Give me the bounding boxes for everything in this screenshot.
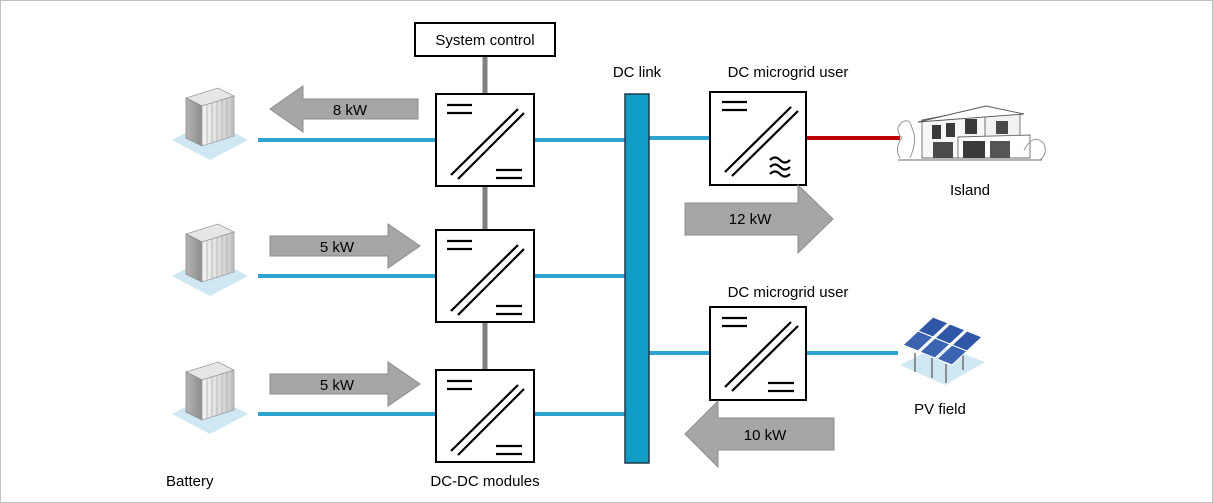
battery-label: Battery bbox=[166, 473, 214, 490]
svg-text:10 kW: 10 kW bbox=[744, 427, 787, 444]
dc-dc-converter-icon bbox=[447, 103, 525, 180]
dc-dc-modules-label: DC-DC modules bbox=[430, 473, 539, 490]
dc-link-label: DC link bbox=[613, 64, 662, 81]
svg-text:12 kW: 12 kW bbox=[729, 211, 772, 228]
island-label: Island bbox=[950, 182, 990, 199]
flow-arrow-battery-3: 5 kW bbox=[269, 361, 421, 407]
flow-arrow-island: 12 kW bbox=[684, 183, 834, 255]
dc-ac-inverter-icon bbox=[722, 100, 799, 178]
system-control-box bbox=[414, 22, 556, 57]
svg-text:5 kW: 5 kW bbox=[320, 377, 355, 394]
dc-lines bbox=[258, 136, 898, 416]
dc-dc-module bbox=[435, 93, 535, 187]
dc-dc-converter-icon bbox=[722, 316, 799, 393]
svg-text:8 kW: 8 kW bbox=[333, 102, 368, 119]
svg-text:5 kW: 5 kW bbox=[320, 239, 355, 256]
dc-microgrid-user-label-bottom: DC microgrid user bbox=[728, 284, 849, 301]
house-icon bbox=[897, 105, 1046, 161]
island-inverter bbox=[709, 91, 807, 186]
dc-link-bus bbox=[624, 93, 650, 464]
pv-converter bbox=[709, 306, 807, 401]
battery-icon bbox=[171, 223, 249, 297]
flow-arrow-pv: 10 kW bbox=[684, 399, 835, 469]
system-control-label: System control bbox=[435, 32, 534, 49]
dc-microgrid-user-label-top: DC microgrid user bbox=[728, 64, 849, 81]
pv-panel-icon bbox=[900, 316, 985, 385]
battery-icon bbox=[171, 87, 249, 161]
battery-icon bbox=[171, 361, 249, 435]
dc-dc-converter-icon bbox=[447, 239, 525, 316]
dc-dc-module bbox=[435, 229, 535, 323]
dc-dc-converter-icon bbox=[447, 379, 525, 456]
dc-dc-module bbox=[435, 369, 535, 463]
flow-arrow-battery-2: 5 kW bbox=[269, 223, 421, 269]
flow-arrow-battery-1: 8 kW bbox=[269, 85, 419, 133]
pv-field-label: PV field bbox=[914, 401, 966, 418]
